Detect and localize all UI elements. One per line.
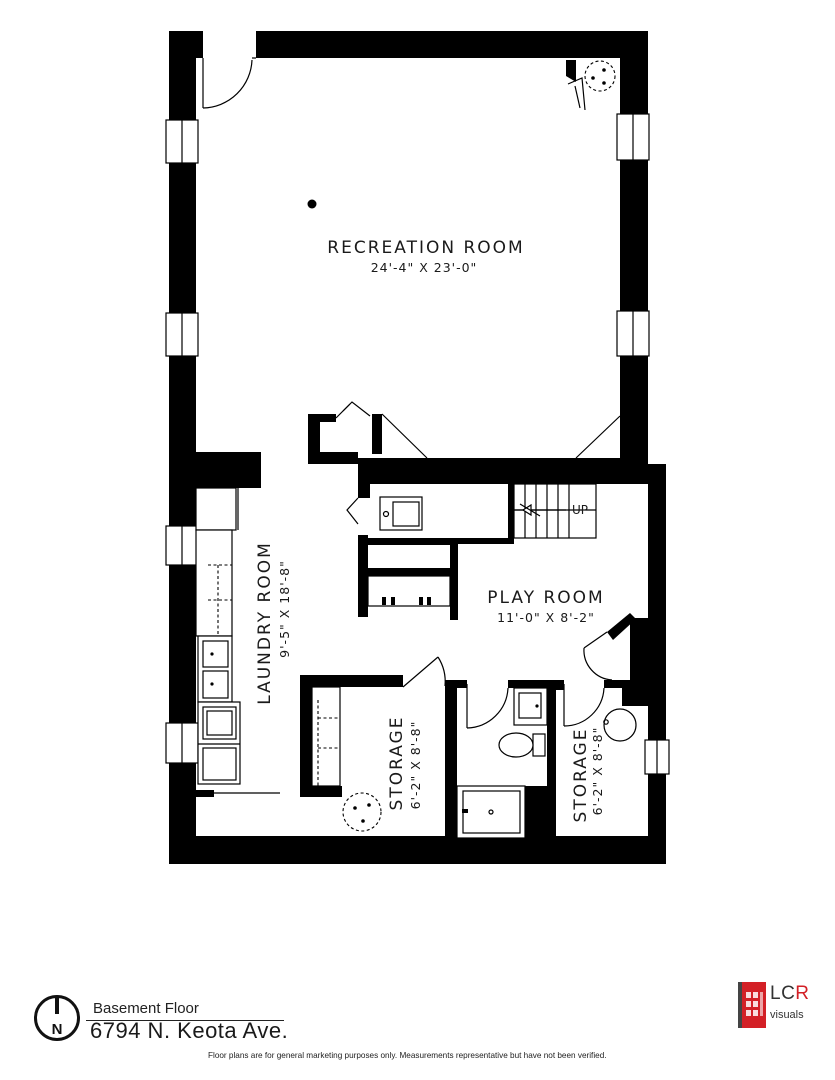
disclaimer-text: Floor plans are for general marketing pu… xyxy=(208,1051,607,1060)
floor-title: Basement Floor xyxy=(93,1000,199,1017)
shelf-icon xyxy=(367,575,451,607)
room-name-play: PLAY ROOM xyxy=(487,588,604,608)
column-icon xyxy=(307,199,317,209)
windows xyxy=(165,113,670,775)
shower-icon xyxy=(456,785,526,839)
room-dims-laundry: 9'-5" X 18'-8" xyxy=(277,560,292,658)
stairs-up-label: UP xyxy=(572,503,588,517)
room-dims-storage-right: 6'-2" X 8'-8" xyxy=(590,727,605,816)
room-dims-recreation: 24'-4" X 23'-0" xyxy=(371,260,478,275)
stairs xyxy=(458,483,597,541)
room-dims-play: 11'-0" X 8'-2" xyxy=(497,610,595,625)
logo-wordmark-b: R xyxy=(795,983,810,1004)
room-name-recreation: RECREATION ROOM xyxy=(327,238,524,258)
property-address: 6794 N. Keota Ave. xyxy=(90,1018,289,1043)
room-name-storage-right: STORAGE xyxy=(571,728,591,823)
footer-divider xyxy=(86,1020,284,1021)
water-heater-icon xyxy=(584,60,616,92)
laundry-door-stop xyxy=(196,790,280,797)
logo-wordmark: LCR xyxy=(770,983,810,1005)
north-compass-icon: N xyxy=(34,995,80,1041)
lcr-visuals-logo xyxy=(738,982,766,1028)
toilet-icon xyxy=(498,732,546,758)
room-name-storage-left: STORAGE xyxy=(387,716,407,811)
washer-dryer-icon xyxy=(197,701,241,785)
laundry-sink-icon xyxy=(197,635,233,703)
compass-label: N xyxy=(52,1021,63,1038)
storage-shelf-icon xyxy=(311,686,341,787)
bathroom-sink-icon xyxy=(513,687,548,726)
logo-subtext: visuals xyxy=(770,1009,804,1021)
water-heater-icon-2 xyxy=(603,708,637,742)
room-name-laundry: LAUNDRY ROOM xyxy=(255,541,275,705)
room-dims-storage-left: 6'-2" X 8'-8" xyxy=(408,721,423,810)
doors xyxy=(202,57,621,729)
exterior-walls xyxy=(169,31,666,864)
laundry-counter xyxy=(195,487,239,637)
utility-sink-icon xyxy=(379,496,423,531)
interior-walls xyxy=(300,414,648,840)
floor-drain-icon xyxy=(342,792,382,832)
logo-wordmark-a: LC xyxy=(770,983,796,1004)
